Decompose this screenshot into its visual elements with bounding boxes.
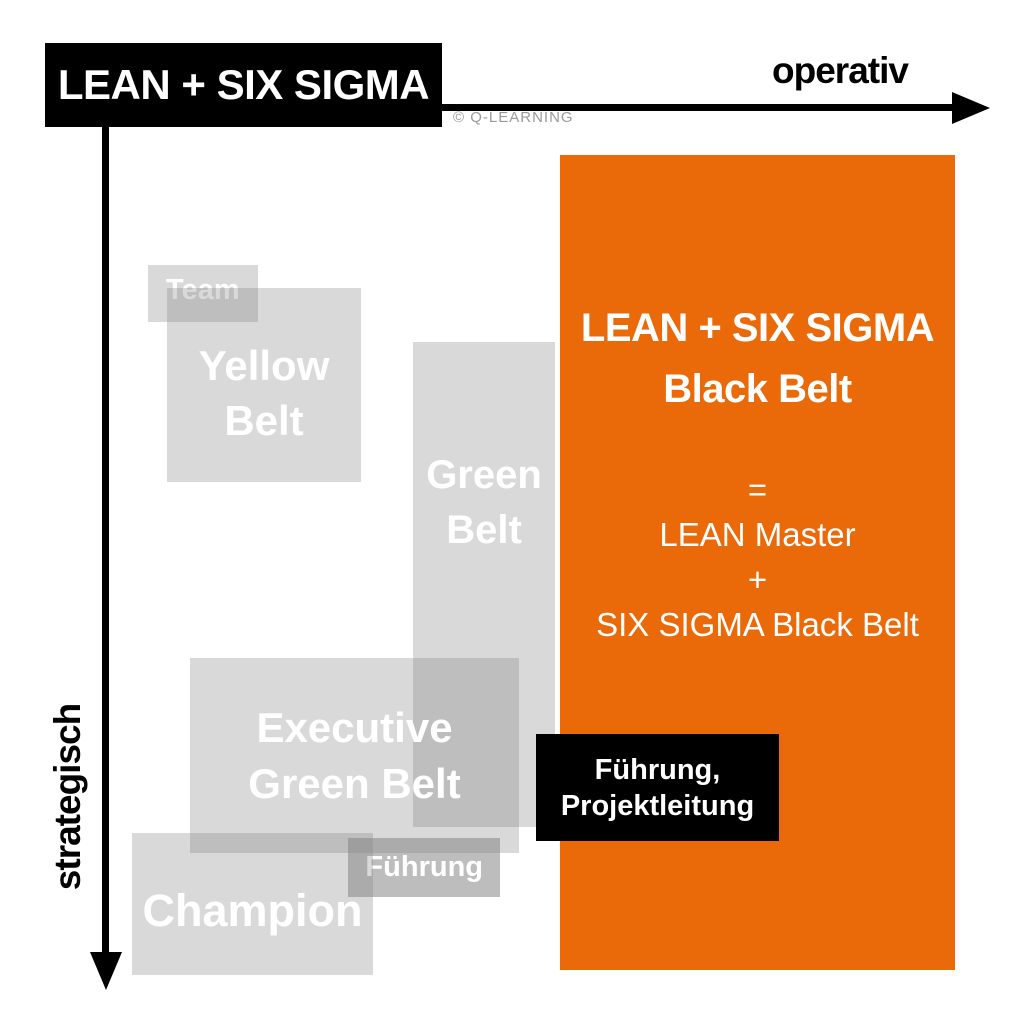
black-belt-heading: LEAN + SIX SIGMA Black Belt [560,298,955,420]
team-box: Team [148,265,258,322]
green-belt-label-line2: Belt [446,508,522,552]
horizontal-axis-line [442,104,956,111]
champion-box: Champion [132,833,373,975]
fuehrung-label: Führung [365,851,483,883]
diagram-title: LEAN + SIX SIGMA [57,61,430,108]
diagram-title-box: LEAN + SIX SIGMA [45,43,442,127]
leadership-tag-line2: Projektleitung [560,789,755,822]
green-belt-box: Green Belt [413,342,555,827]
formula-equals: = [747,471,768,508]
yellow-belt-label-line2: Belt [224,397,304,444]
black-belt-heading-line1: LEAN + SIX SIGMA [580,306,935,350]
copyright-notice: © Q-LEARNING [453,109,574,126]
formula-plus: + [747,561,768,598]
executive-green-belt-label-line2: Green Belt [248,759,461,807]
black-belt-formula: = LEAN Master + SIX SIGMA Black Belt [560,467,955,647]
executive-green-belt-box: Executive Green Belt [190,658,519,853]
executive-green-belt-label-line1: Executive [256,703,453,751]
champion-label: Champion [142,885,363,936]
formula-six-sigma-black-belt: SIX SIGMA Black Belt [596,606,919,643]
yellow-belt-box: Yellow Belt [167,288,361,482]
yellow-belt-label-line1: Yellow [198,342,330,389]
fuehrung-box: Führung [348,838,500,897]
formula-lean-master: LEAN Master [659,516,856,553]
black-belt-highlight-box: LEAN + SIX SIGMA Black Belt = LEAN Maste… [560,155,955,970]
vertical-axis-label: strategisch [47,703,88,891]
leadership-tag-box: Führung, Projektleitung [536,734,779,841]
black-belt-heading-line2: Black Belt [663,367,852,411]
vertical-axis-arrowhead-icon [90,952,122,990]
horizontal-axis-arrowhead-icon [952,92,990,124]
vertical-axis-line [102,127,109,955]
green-belt-label-line1: Green [426,453,542,497]
team-label: Team [166,274,240,306]
horizontal-axis-label: operativ [772,50,909,91]
leadership-tag-line1: Führung, [594,753,721,786]
